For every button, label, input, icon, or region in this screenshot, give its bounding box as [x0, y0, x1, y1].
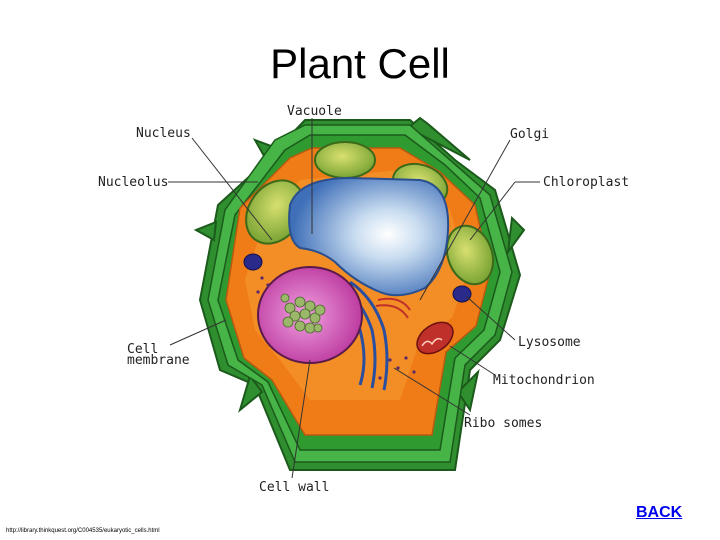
nucleolus: [280, 293, 326, 334]
nucleus: [257, 266, 363, 364]
label-nucleus: Nucleus: [136, 126, 191, 141]
vacuole: [288, 176, 450, 297]
page-title: Plant Cell: [270, 40, 450, 87]
label-lysosome: Lysosome: [518, 335, 581, 350]
label-cell-wall: Cell wall: [259, 480, 330, 495]
label-golgi: Golgi: [510, 127, 550, 142]
label-chloroplast: Chloroplast: [543, 175, 630, 190]
back-link[interactable]: BACK: [636, 504, 683, 521]
lysosome: [243, 253, 472, 303]
label-nucleolus: Nucleolus: [98, 175, 169, 190]
label-ribosomes: Ribo somes: [464, 416, 543, 431]
label-mitochondrion: Mitochondrion: [493, 373, 595, 388]
label-cell-membrane-line2: membrane: [127, 353, 190, 368]
source-url: http://library.thinkquest.org/C004535/eu…: [6, 528, 160, 534]
label-vacuole: Vacuole: [287, 104, 342, 119]
leader-lines: [168, 118, 540, 479]
ribosomes: [256, 276, 416, 380]
mitochondrion: [416, 321, 454, 355]
label-cell-membrane-line1: Cell: [127, 342, 159, 357]
